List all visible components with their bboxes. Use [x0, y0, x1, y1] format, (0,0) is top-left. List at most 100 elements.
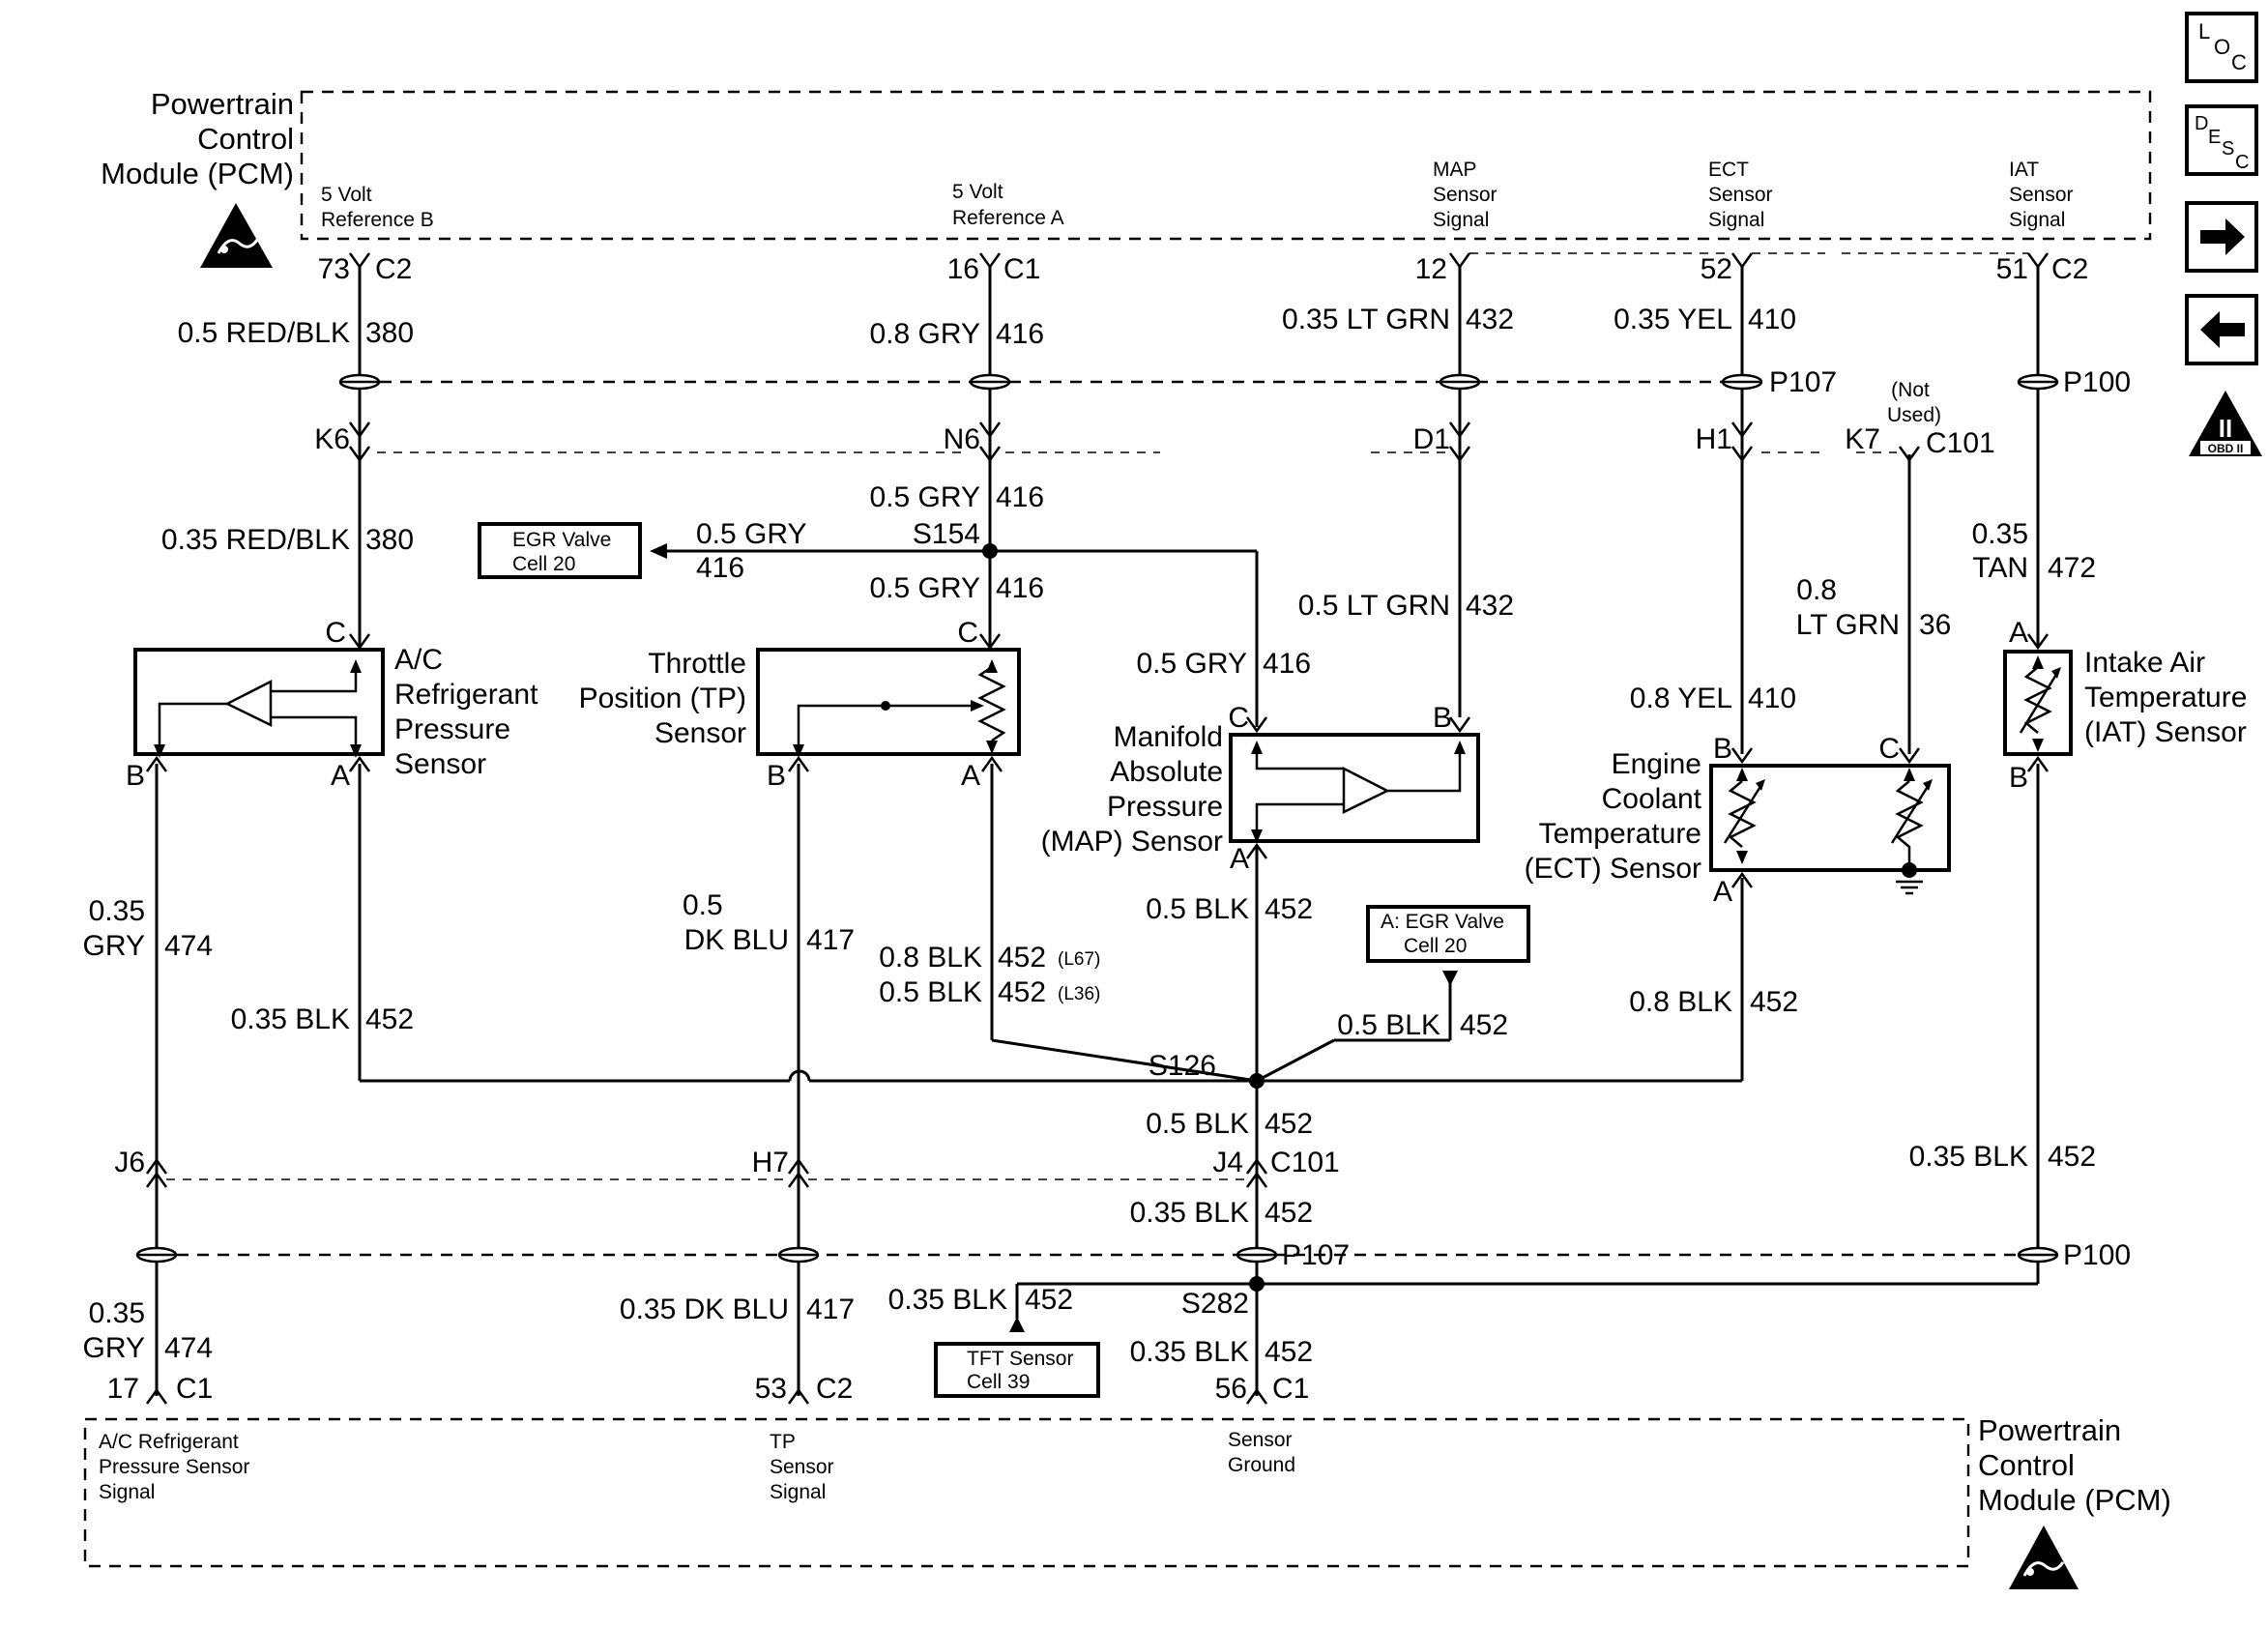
splice-s126-label: S126	[1149, 1050, 1216, 1082]
connector-c2-top: C2	[375, 253, 412, 285]
tp-sensor-pin-a: A	[961, 760, 980, 792]
option-l67: (L67)	[1058, 949, 1100, 970]
next-arrow-icon[interactable]	[2185, 201, 2258, 273]
obd-ii-icon[interactable]: II OBD II	[2189, 391, 2262, 456]
connector-c2-bottom: C2	[816, 1373, 853, 1405]
loc-icon[interactable]: L O C	[2185, 12, 2258, 83]
wire-gauge-452-ac: 0.35 BLK	[231, 1003, 350, 1035]
egr-valve-ref-right[interactable]	[1366, 905, 1530, 963]
wire-gauge-416-mid: 0.5 GRY	[869, 481, 980, 513]
ac-sensor-name: A/C	[394, 644, 443, 676]
wire-gauge-380-top: 0.5 RED/BLK	[178, 317, 350, 349]
svg-text:O: O	[2214, 35, 2230, 59]
ect-sensor-pin-a: A	[1713, 876, 1732, 908]
tft-sensor-ref[interactable]	[934, 1342, 1100, 1398]
connector-p107-lower-label: P107	[1282, 1239, 1350, 1271]
connector-c101-top-label: C101	[1926, 427, 1995, 459]
svg-text:Cell 39: Cell 39	[967, 1371, 1030, 1393]
egr-left-arrow-icon	[650, 543, 667, 559]
svg-text:C: C	[2235, 152, 2249, 173]
pcm-label-iat-signal: IAT	[2009, 159, 2039, 181]
wire-gauge-416-top: 0.8 GRY	[869, 318, 980, 350]
iat-sensor-pin-a: A	[2009, 617, 2028, 649]
svg-text:A: EGR Valve: A: EGR Valve	[1381, 911, 1504, 933]
pcm-label-5v-ref-a: 5 Volt	[952, 181, 1003, 203]
wire-circuit-36: 36	[1919, 609, 1951, 641]
wire-circuit-417-bot: 417	[806, 1294, 855, 1325]
svg-text:Signal: Signal	[2009, 209, 2065, 231]
wire-circuit-452-tft: 452	[1025, 1284, 1073, 1316]
pcm-label-map-signal: MAP	[1433, 159, 1477, 181]
pin-h1: H1	[1696, 423, 1732, 455]
throttle-position-sensor	[756, 648, 1021, 758]
s154-branch	[657, 549, 1259, 727]
wire-gauge-474-bot-b: GRY	[83, 1332, 145, 1364]
svg-text:Sensor: Sensor	[654, 717, 746, 749]
wire-circuit-432-top: 432	[1466, 304, 1514, 335]
pin-56: 56	[1215, 1373, 1247, 1405]
svg-text:Temperature: Temperature	[1539, 818, 1701, 850]
svg-text:Cell 20: Cell 20	[512, 553, 575, 575]
wire-gauge-417-top-b: DK BLU	[684, 924, 789, 956]
svg-text:Sensor: Sensor	[394, 748, 486, 780]
wire-gauge-474-top-b: GRY	[83, 930, 145, 962]
back-arrow-icon[interactable]	[2185, 294, 2258, 365]
pin-16: 16	[947, 253, 979, 285]
pin-j4: J4	[1212, 1147, 1243, 1178]
wire-gauge-417-top-a: 0.5	[683, 889, 723, 921]
pcm-label-sensor-ground: Sensor	[1228, 1429, 1293, 1451]
pin-n6: N6	[944, 423, 980, 455]
splice-s154-label: S154	[913, 518, 980, 550]
svg-text:Pressure: Pressure	[1107, 791, 1223, 823]
svg-text:Coolant: Coolant	[1602, 783, 1702, 815]
ac-sensor-pin-c: C	[325, 617, 346, 649]
wire-circuit-452-bot: 452	[1265, 1336, 1313, 1368]
tp-sensor-name: Throttle	[648, 648, 746, 680]
c101-terminal-symbols	[348, 422, 1921, 463]
pin-k7: K7	[1845, 423, 1880, 455]
wire-circuit-417-top: 417	[806, 924, 855, 956]
svg-text:Refrigerant: Refrigerant	[394, 679, 538, 711]
pcm-label-ac-signal: A/C Refrigerant	[99, 1431, 239, 1453]
connector-c1-bottom: C1	[176, 1373, 213, 1405]
tft-arrow-icon	[1009, 1317, 1025, 1332]
pin-51: 51	[1996, 253, 2028, 285]
svg-text:Cell 20: Cell 20	[1404, 935, 1467, 957]
connector-c101-lower-label: C101	[1270, 1147, 1340, 1178]
wire-circuit-452-l67: 452	[998, 942, 1046, 974]
svg-text:Powertrain: Powertrain	[151, 87, 294, 121]
wire-circuit-416-egr: 416	[696, 552, 744, 584]
pin-k6: K6	[314, 423, 350, 455]
pcm-label-5v-ref-b: 5 Volt	[321, 184, 372, 206]
wire-circuit-474-bot: 474	[164, 1332, 213, 1364]
svg-text:Control: Control	[1978, 1448, 2075, 1482]
iat-sensor-name: Intake Air	[2084, 647, 2205, 679]
wire-gauge-416-tp: 0.5 GRY	[869, 572, 980, 604]
pin-52: 52	[1701, 253, 1732, 285]
connector-p100-lower-label: P100	[2063, 1239, 2131, 1271]
desc-icon[interactable]: D E S C	[2185, 104, 2258, 176]
pin-12: 12	[1415, 253, 1447, 285]
iat-sensor	[2003, 650, 2073, 756]
svg-text:Position (TP): Position (TP)	[579, 683, 746, 714]
ect-sensor	[1709, 764, 1951, 895]
svg-text:Module (PCM): Module (PCM)	[101, 157, 294, 190]
svg-text:Sensor: Sensor	[770, 1456, 834, 1478]
svg-text:Used): Used)	[1887, 404, 1941, 426]
egr-valve-ref-left[interactable]	[478, 522, 642, 579]
connector-c1-top: C1	[1003, 253, 1040, 285]
wire-circuit-474-top: 474	[164, 930, 213, 962]
svg-text:Sensor: Sensor	[1433, 184, 1497, 206]
pcm-label-ect-signal: ECT	[1708, 159, 1749, 181]
ect-sensor-pin-c: C	[1878, 733, 1900, 765]
connector-p107-symbols	[338, 373, 2059, 391]
wire-circuit-452-ect: 452	[1750, 986, 1798, 1018]
connector-c1-bottom-ground: C1	[1272, 1373, 1309, 1405]
wire-circuit-416-map: 416	[1263, 648, 1311, 680]
wire-circuit-452-l36: 452	[998, 976, 1046, 1008]
svg-text:(IAT) Sensor: (IAT) Sensor	[2084, 716, 2247, 748]
wire-gauge-452-c101: 0.35 BLK	[1130, 1197, 1249, 1229]
svg-text:E: E	[2208, 127, 2221, 148]
connector-p100-label: P100	[2063, 366, 2131, 398]
